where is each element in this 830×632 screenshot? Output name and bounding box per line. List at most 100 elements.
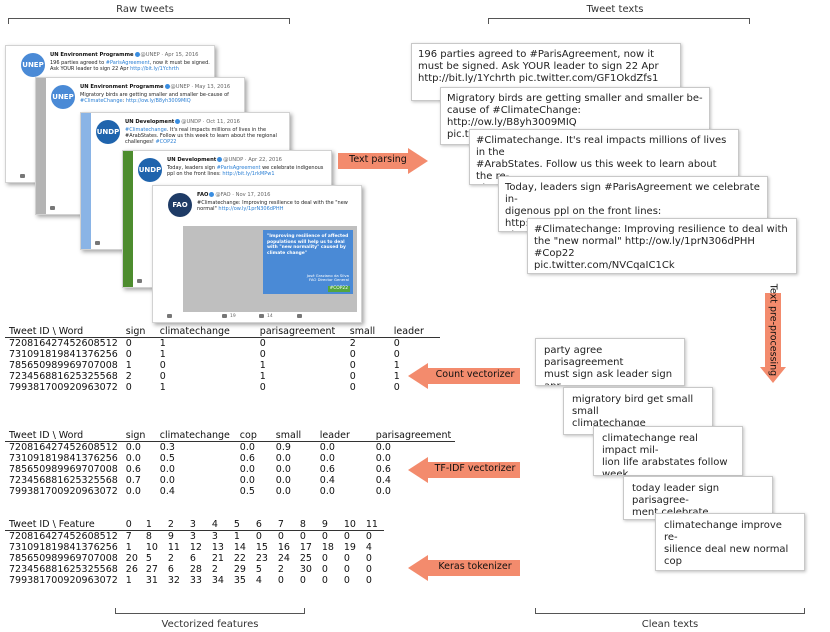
value-cell: 1 bbox=[125, 360, 132, 371]
value-cell: 9 bbox=[167, 531, 174, 542]
account-handle[interactable]: @UNDP bbox=[223, 157, 244, 163]
tweet-date: Apr 15, 2016 bbox=[164, 52, 199, 58]
account-handle[interactable]: @FAO bbox=[215, 192, 231, 198]
tweet-id-cell: 731091819841376256 bbox=[9, 349, 118, 360]
value-cell: 0 bbox=[393, 382, 400, 393]
tweet-id-cell: 799381700920963072 bbox=[9, 575, 118, 586]
tweet-link[interactable]: #ClimateChange bbox=[80, 98, 123, 105]
value-cell: 2 bbox=[167, 553, 174, 564]
tweet-image[interactable]: "Improving resilience of affected popula… bbox=[183, 226, 357, 312]
table-corner-header: Tweet ID \ Word bbox=[5, 326, 122, 338]
tweet-id-cell: 731091819841376256 bbox=[9, 542, 118, 553]
tweet-link[interactable]: #Climatechange bbox=[125, 127, 167, 133]
tweet-id-cell: 785650989969707008 bbox=[9, 360, 118, 371]
account-handle[interactable]: @UNEP bbox=[140, 52, 160, 58]
value-cell: 5 bbox=[145, 553, 152, 564]
value-cell: 0 bbox=[259, 338, 266, 349]
value-cell: 1 bbox=[393, 360, 400, 371]
tfidf-vectorizer-label: TF-IDF vectorizer bbox=[434, 463, 516, 474]
tweet-id-cell: 731091819841376256 bbox=[9, 453, 118, 464]
tweet-id-cell: 720816427452608512 bbox=[9, 531, 118, 542]
reply-icon[interactable] bbox=[50, 206, 55, 210]
value-cell: 32 bbox=[167, 575, 180, 586]
like-icon[interactable] bbox=[259, 314, 264, 318]
tweet-media-strip bbox=[6, 46, 16, 182]
account-handle[interactable]: @UNDP bbox=[181, 119, 202, 125]
like-count: 14 bbox=[267, 314, 273, 319]
value-cell: 0.0 bbox=[319, 442, 335, 453]
value-cell: 0.0 bbox=[125, 486, 141, 497]
clean-bracket bbox=[535, 608, 805, 614]
value-cell: 3 bbox=[189, 531, 196, 542]
avatar[interactable]: UNDP bbox=[138, 158, 162, 182]
table-corner-header: Tweet ID \ Word bbox=[5, 430, 122, 442]
value-cell: 0 bbox=[259, 382, 266, 393]
tweet-id-cell: 785650989969707008 bbox=[9, 464, 118, 475]
value-cell: 24 bbox=[277, 553, 290, 564]
tweet-link[interactable]: #ParisAgreement bbox=[105, 60, 150, 66]
tweet-id-cell: 723456881625325568 bbox=[9, 371, 118, 382]
verified-icon bbox=[164, 84, 170, 89]
avatar[interactable]: FAO bbox=[168, 193, 192, 217]
tweet-link[interactable]: #COP22 bbox=[155, 139, 177, 146]
account-handle[interactable]: @UNEP bbox=[170, 84, 190, 90]
value-cell: 0 bbox=[159, 360, 166, 371]
reply-icon[interactable] bbox=[95, 241, 100, 245]
tweet-text: . It's real impacts millions of lives in… bbox=[125, 127, 277, 146]
retweet-icon[interactable] bbox=[222, 314, 227, 318]
value-cell: 0.0 bbox=[375, 486, 391, 497]
value-cell: 3 bbox=[211, 531, 218, 542]
verified-icon bbox=[134, 52, 140, 57]
tweet-link[interactable]: http://ow.ly/1prN306dPHH bbox=[218, 206, 284, 213]
value-cell: 0 bbox=[299, 575, 306, 586]
value-cell: 0 bbox=[255, 531, 262, 542]
account-name[interactable]: UN Development bbox=[167, 157, 217, 163]
tweet-link[interactable]: http://bit.ly/1rkMPw1 bbox=[222, 171, 275, 178]
account-name[interactable]: UN Environment Programme bbox=[80, 84, 164, 90]
avatar[interactable]: UNDP bbox=[96, 120, 120, 144]
separator: · bbox=[189, 84, 195, 90]
value-cell: 0 bbox=[277, 531, 284, 542]
value-cell: 6 bbox=[189, 553, 196, 564]
clean-text-box: climatechange real impact mil- lion life… bbox=[593, 426, 743, 476]
value-cell: 27 bbox=[145, 564, 158, 575]
reply-icon[interactable] bbox=[167, 314, 172, 318]
separator: · bbox=[159, 52, 165, 58]
tweet-link[interactable]: http://ow.ly/B8yh3009MIQ bbox=[125, 98, 191, 105]
value-cell: 0.0 bbox=[275, 475, 291, 486]
tweet-id-cell: 723456881625325568 bbox=[9, 475, 118, 486]
tweet-link[interactable]: #ParisAgreement bbox=[216, 165, 261, 171]
account-name[interactable]: UN Environment Programme bbox=[50, 52, 134, 58]
account-name[interactable]: FAO bbox=[197, 192, 209, 198]
value-cell: 19 bbox=[343, 542, 356, 553]
avatar[interactable]: UNEP bbox=[21, 53, 45, 77]
avatar[interactable]: UNEP bbox=[51, 85, 75, 109]
value-cell: 12 bbox=[189, 542, 202, 553]
reply-icon[interactable] bbox=[137, 279, 142, 283]
value-cell: 0.0 bbox=[375, 442, 391, 453]
tweet-date: Apr 22, 2016 bbox=[248, 157, 282, 163]
quote-card: "Improving resilience of affected popula… bbox=[263, 230, 353, 294]
separator: · bbox=[230, 192, 236, 198]
text-preprocessing-arrow: Text pre-processing bbox=[760, 284, 786, 385]
tweet-date: May 13, 2016 bbox=[194, 84, 231, 90]
reply-icon[interactable] bbox=[20, 174, 25, 178]
value-cell: 0 bbox=[343, 553, 350, 564]
account-name[interactable]: UN Development bbox=[125, 119, 175, 125]
value-cell: 0.4 bbox=[319, 475, 335, 486]
table-corner-header: Tweet ID \ Feature bbox=[5, 519, 122, 531]
tweet-header: UN Environment Programme @UNEP · May 13, … bbox=[80, 84, 230, 90]
value-cell: 0.0 bbox=[319, 453, 335, 464]
vectorized-bracket bbox=[115, 608, 305, 614]
tweet-link[interactable]: http://bit.ly/1Ychrth bbox=[130, 66, 179, 73]
share-icon[interactable] bbox=[297, 314, 302, 318]
value-cell: 0 bbox=[321, 575, 328, 586]
tweet-header: FAO@FAO · Nov 17, 2016 bbox=[197, 192, 270, 198]
tweet-id-cell: 785650989969707008 bbox=[9, 553, 118, 564]
